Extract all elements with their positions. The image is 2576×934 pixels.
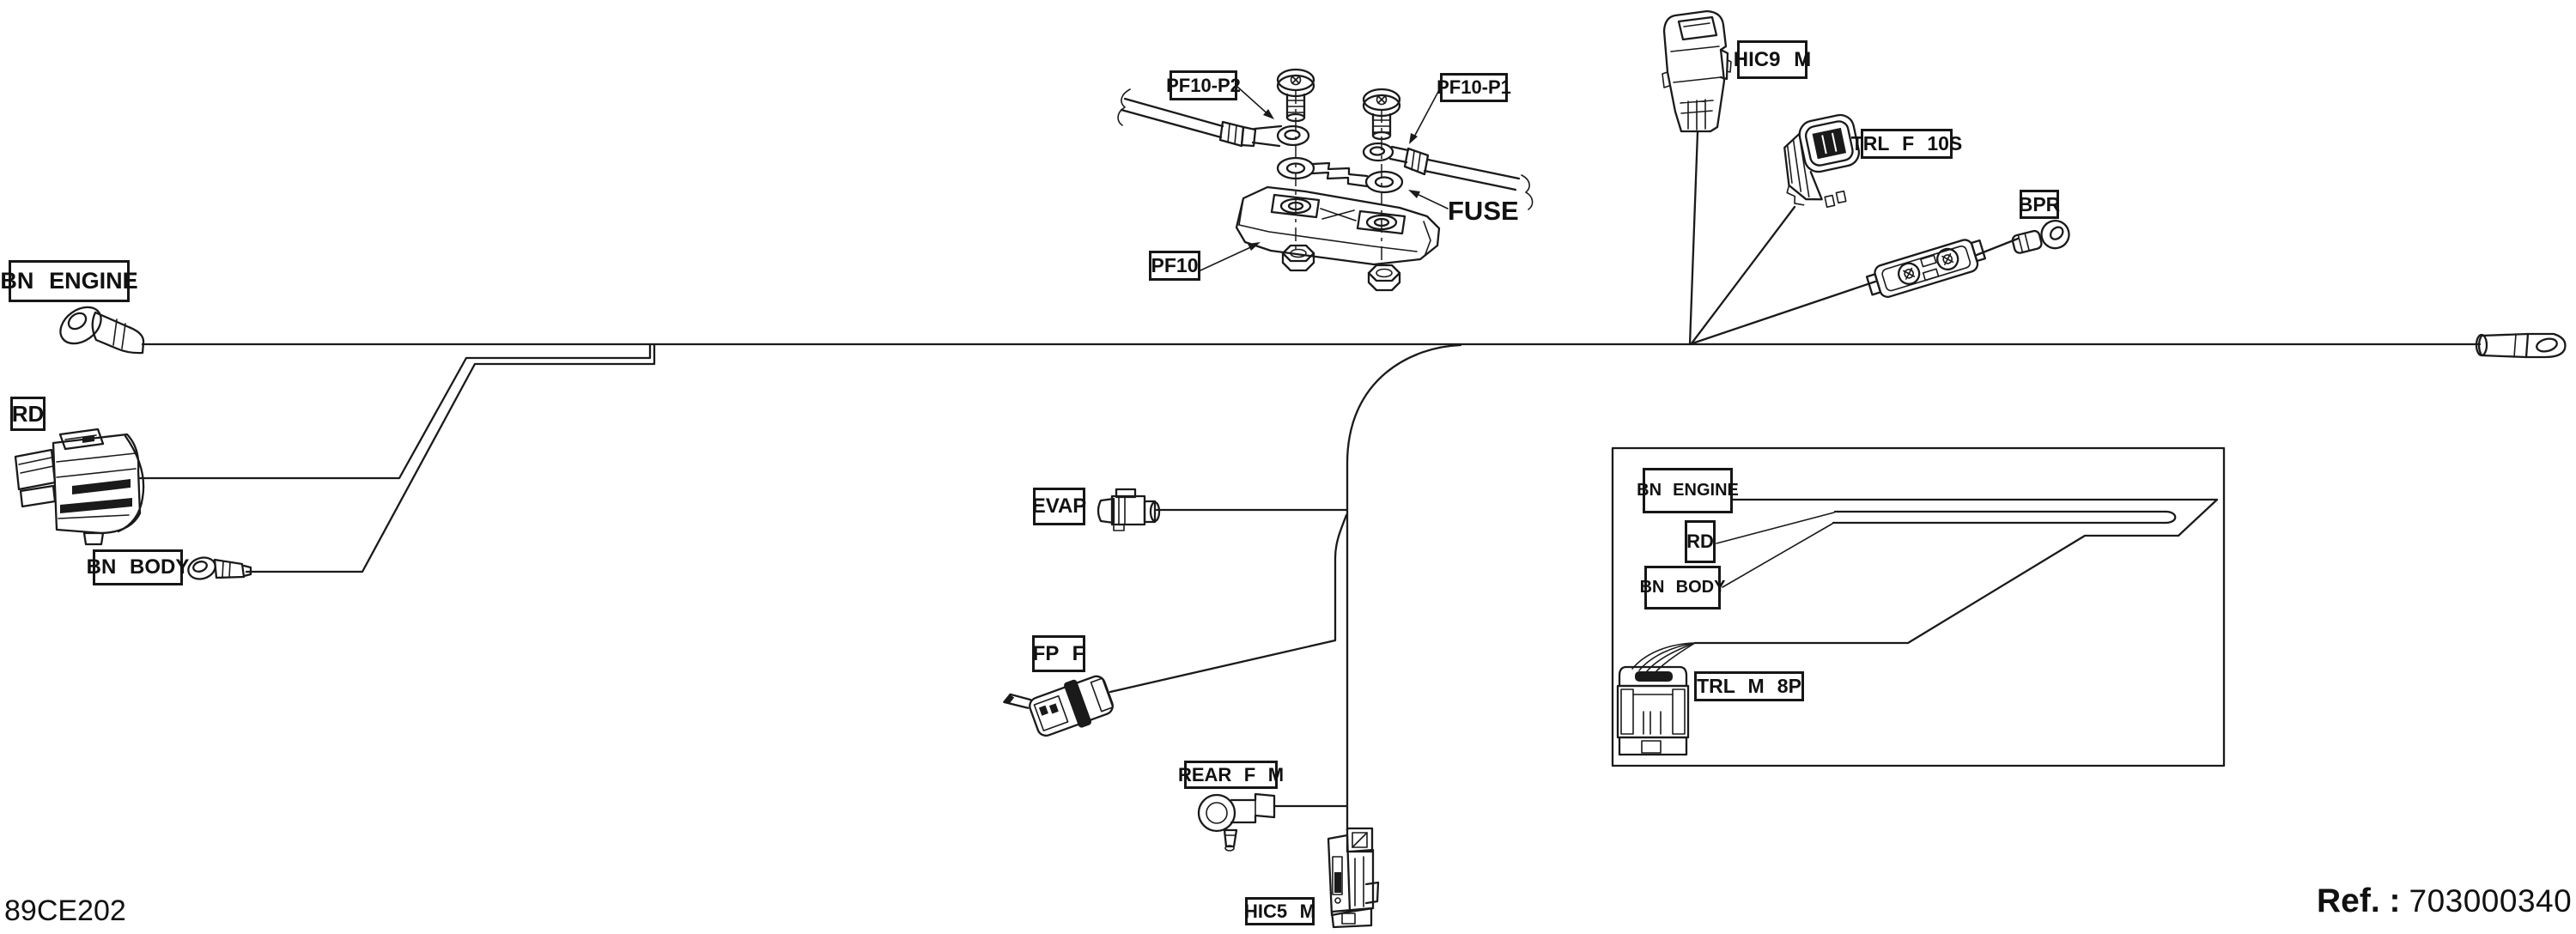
bpr-ring-terminal xyxy=(2011,219,2070,254)
main-harness-wires xyxy=(138,130,2482,832)
label-rd: RD xyxy=(10,397,46,431)
hic9-m-connector xyxy=(1662,9,1732,133)
label-fuse: FUSE xyxy=(1448,196,1519,226)
bpr-inline-device xyxy=(1865,239,1987,298)
bn-body-ring-terminal xyxy=(187,556,252,580)
label-pf10-p2: PF10-P2 xyxy=(1166,70,1241,100)
reference-number: 703000340 xyxy=(2409,883,2573,919)
bn-engine-ring-terminal xyxy=(59,306,145,355)
hex-nut-2 xyxy=(1367,264,1401,292)
label-inset-bn-engine: BN ENGINE xyxy=(1637,468,1739,513)
label-trl-f-10s: TRL F 10S xyxy=(1851,129,1962,159)
rear-f-m-connector xyxy=(1197,792,1276,852)
hex-nut-1 xyxy=(1281,244,1315,272)
fp-f-connector xyxy=(1003,675,1114,737)
label-inset-bn-body: BN BODY xyxy=(1640,566,1725,610)
label-hic9-m: HIC9 M xyxy=(1734,40,1811,79)
reference-block: Ref. : 703000340 xyxy=(2317,882,2572,920)
detail-inset xyxy=(1611,446,2226,767)
label-fp-f: FP F xyxy=(1032,635,1085,672)
rd-connector xyxy=(14,428,145,546)
right-end-ring-terminal xyxy=(2475,332,2567,359)
detail-inset-box xyxy=(1611,446,2226,767)
label-bn-engine: BN ENGINE xyxy=(0,260,138,302)
label-pf10: PF10 xyxy=(1149,251,1200,281)
label-inset-rd: RD xyxy=(1685,520,1716,563)
drawing-code: 89CE202 xyxy=(4,895,126,927)
label-bn-body: BN BODY xyxy=(87,549,189,585)
fuse-strip xyxy=(1276,156,1404,194)
evap-connector xyxy=(1097,488,1161,531)
fuse-assembly xyxy=(1117,68,1534,292)
trl-m-8p-connector xyxy=(1616,665,1690,756)
screw-pf10-p1 xyxy=(1362,88,1401,141)
label-hic5-m: HIC5 M xyxy=(1244,897,1315,925)
label-trl-m-8p: TRL M 8P xyxy=(1694,671,1804,701)
hic5-m-connector xyxy=(1327,827,1380,929)
leader-lines xyxy=(1200,86,1449,271)
label-evap: EVAP xyxy=(1032,488,1086,525)
pf10-fuse-holder-block xyxy=(1235,185,1441,266)
screw-pf10-p2 xyxy=(1276,68,1315,123)
label-bpr: BPR xyxy=(2019,190,2060,219)
reference-prefix: Ref. : xyxy=(2317,882,2401,919)
label-pf10-p1: PF10-P1 xyxy=(1437,73,1511,102)
trl-f-10s-connector xyxy=(1783,113,1861,208)
label-rear-f-m: REAR F M xyxy=(1178,761,1284,789)
